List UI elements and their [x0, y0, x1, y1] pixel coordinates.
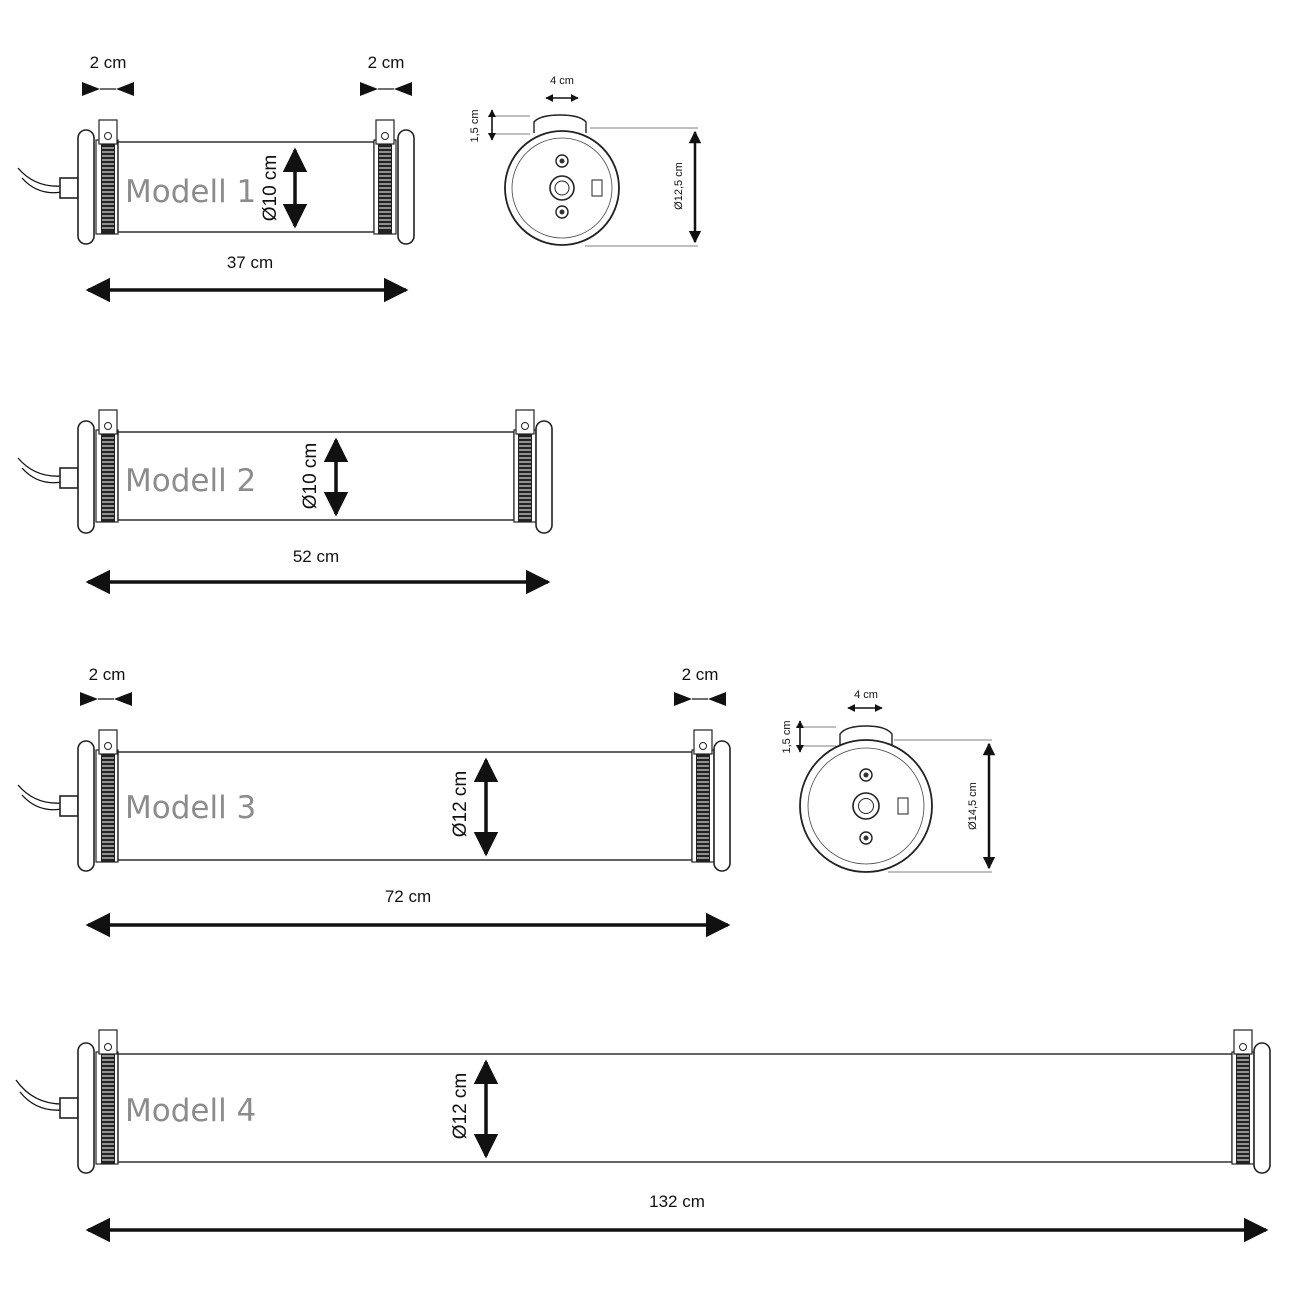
end-view-1-bracket-height: 1,5 cm — [469, 109, 481, 142]
model-4-length: 132 cm — [649, 1192, 705, 1211]
model-4-diameter: Ø12 cm — [450, 1073, 471, 1140]
model-3-collar-left: 2 cm — [89, 665, 126, 684]
model-3-drawing: Modell 3 Ø12 cm 72 cm 2 cm 2 cm — [17, 665, 731, 938]
end-view-1-diameter: Ø12,5 cm — [673, 162, 685, 210]
model-2-length: 52 cm — [293, 547, 339, 566]
model-2-drawing: Modell 2 Ø10 cm 52 cm — [17, 409, 553, 595]
model-1-drawing: Modell 1 Ø10 cm 37 cm 2 cm 2 cm — [17, 53, 415, 303]
model-2-diameter: Ø10 cm — [300, 443, 321, 510]
model-4-tube — [117, 1053, 1233, 1163]
model-1-tube — [117, 141, 375, 233]
end-view-1: 4 cm 1,5 cm Ø12,5 cm — [469, 75, 702, 247]
model-3-diameter: Ø12 cm — [450, 771, 471, 838]
model-1-length: 37 cm — [227, 253, 273, 272]
model-2-label: Modell 2 — [125, 463, 256, 499]
model-1-collar-left: 2 cm — [90, 53, 127, 72]
model-3-collar-right: 2 cm — [682, 665, 719, 684]
end-view-1-bracket-width: 4 cm — [550, 75, 574, 87]
model-3-length: 72 cm — [385, 887, 431, 906]
model-1-diameter: Ø10 cm — [260, 155, 281, 222]
end-view-2-bracket-width: 4 cm — [854, 689, 878, 701]
end-view-2: 4 cm 1,5 cm Ø14,5 cm — [781, 689, 996, 873]
model-1-label: Modell 1 — [125, 174, 256, 210]
end-view-2-diameter: Ø14,5 cm — [967, 782, 979, 830]
model-1-cable — [17, 167, 63, 194]
model-4-drawing: Modell 4 Ø12 cm 132 cm — [15, 1029, 1271, 1243]
model-3-label: Modell 3 — [125, 790, 256, 826]
model-1-collar-right: 2 cm — [368, 53, 405, 72]
model-3-tube — [117, 751, 693, 861]
end-view-2-bracket-height: 1,5 cm — [781, 720, 793, 753]
model-4-label: Modell 4 — [125, 1093, 256, 1129]
